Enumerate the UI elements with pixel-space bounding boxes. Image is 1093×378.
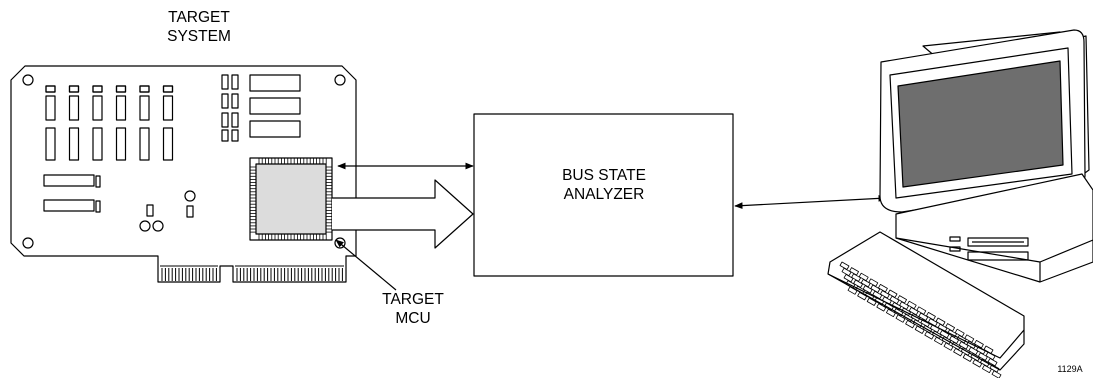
memory-chip	[92, 127, 103, 161]
chip-cap	[92, 85, 103, 93]
key	[943, 342, 954, 351]
key	[953, 348, 963, 357]
memory-chip	[115, 127, 127, 161]
chip-cap	[162, 85, 174, 93]
mount-hole	[22, 237, 34, 249]
chip-cap	[139, 85, 150, 93]
chip-cap	[45, 85, 56, 93]
chip-cap	[68, 85, 80, 93]
resistor-packs	[43, 174, 101, 213]
data-flow-arrow	[332, 179, 474, 249]
keyboard	[827, 231, 1025, 378]
misc-components	[139, 190, 196, 232]
analyzer-label-line1: BUS STATE	[562, 167, 646, 184]
mount-hole	[334, 74, 346, 86]
bus-connection	[332, 162, 474, 249]
analyzer-label-line2: ANALYZER	[563, 186, 645, 203]
memory-chip	[68, 95, 80, 121]
memory-chip	[68, 127, 80, 161]
target-system-board	[10, 65, 357, 283]
bus-state-analyzer-label: BUS STATE ANALYZER	[534, 166, 674, 204]
wide-chips	[249, 74, 301, 138]
key	[866, 297, 877, 306]
chip-cap	[115, 85, 127, 93]
small-chips	[221, 74, 239, 142]
target-mcu-label-line2: MCU	[395, 310, 431, 327]
monitor-bezel	[889, 47, 1073, 199]
key	[886, 308, 896, 318]
mount-hole	[22, 74, 34, 86]
chip-cap	[139, 85, 150, 93]
target-mcu-chip	[249, 157, 333, 241]
key	[982, 364, 992, 374]
key	[972, 359, 983, 368]
memory-chip	[92, 95, 103, 121]
chip-cap	[115, 85, 127, 93]
chip-cap	[45, 85, 56, 93]
target-system-label: TARGET SYSTEM	[139, 8, 259, 46]
key	[924, 331, 935, 340]
figure-code: 1129A	[1057, 364, 1083, 374]
mount-hole	[334, 237, 346, 249]
key	[876, 303, 887, 312]
key	[847, 286, 858, 295]
memory-chip	[45, 127, 56, 161]
key	[962, 353, 973, 362]
memory-chip	[45, 95, 56, 121]
monitor-screen	[897, 60, 1064, 188]
memory-chip	[162, 95, 174, 121]
key	[857, 292, 867, 301]
target-system-label-line1: TARGET	[168, 9, 230, 26]
host-computer	[827, 29, 1093, 378]
key	[905, 320, 915, 329]
drive-bays	[949, 236, 1029, 261]
memory-chip	[115, 95, 127, 121]
bus-state-analyzer-box	[473, 113, 734, 277]
target-mcu-label-line1: TARGET	[382, 291, 444, 308]
bidirectional-arrow-host	[734, 195, 887, 209]
memory-chip	[162, 127, 174, 161]
chip-cap	[92, 85, 103, 93]
key	[991, 370, 1002, 378]
key	[934, 336, 944, 346]
target-mcu-label: TARGET MCU	[358, 290, 468, 328]
edge-connector	[160, 265, 344, 281]
chip-cap	[68, 85, 80, 93]
memory-chip	[139, 127, 150, 161]
chip-cap	[162, 85, 174, 93]
key	[914, 325, 925, 334]
memory-chips	[45, 85, 174, 161]
target-system-label-line2: SYSTEM	[167, 28, 231, 45]
memory-chip	[139, 95, 150, 121]
key	[895, 314, 906, 323]
